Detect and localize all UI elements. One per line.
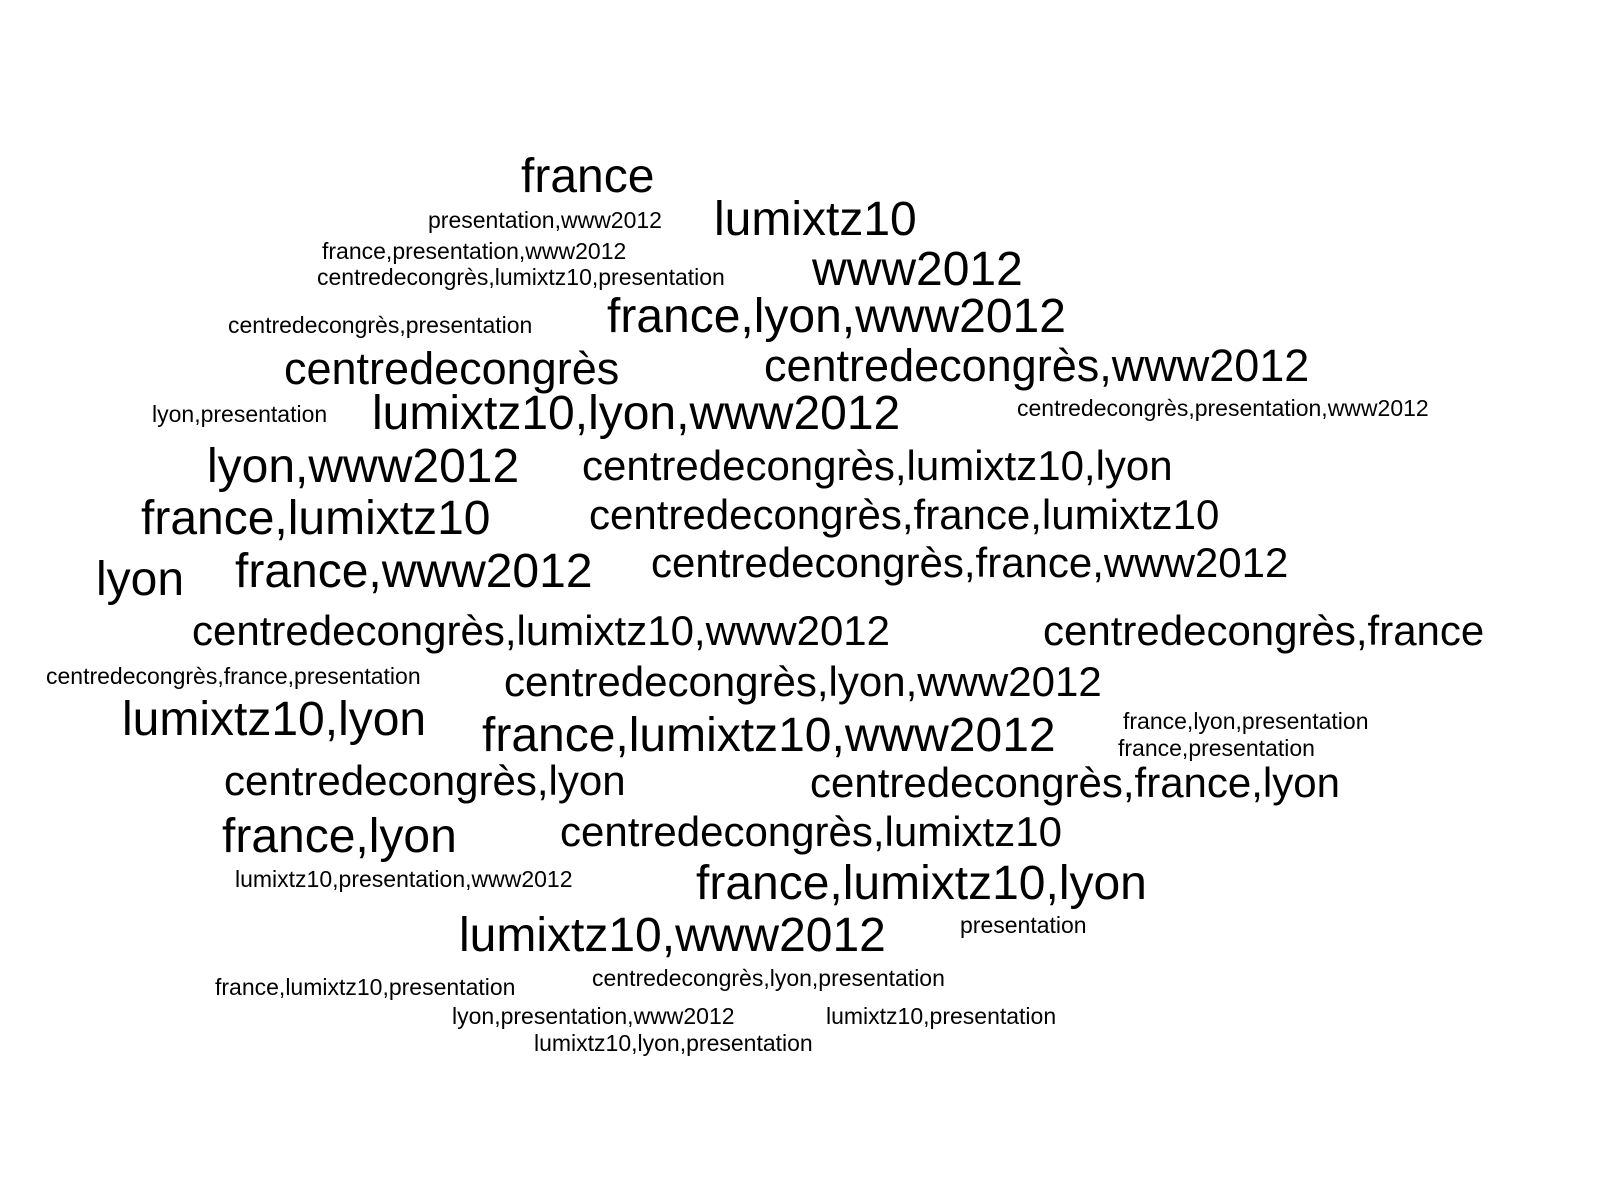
word-france-lyon-presentation: france,lyon,presentation xyxy=(1123,708,1369,734)
word-centredecongres-france-www2012: centredecongrès,france,www2012 xyxy=(651,539,1289,586)
word-lumixtz10-presentation: lumixtz10,presentation xyxy=(826,1003,1057,1029)
word-france-lumixtz10-presentation: france,lumixtz10,presentation xyxy=(215,974,516,1000)
word-presentation-www2012: presentation,www2012 xyxy=(428,207,662,233)
word-lyon-www2012: lyon,www2012 xyxy=(207,440,520,493)
word-lumixtz10-lyon: lumixtz10,lyon xyxy=(122,693,427,746)
word-centredecongres: centredecongrès xyxy=(284,343,620,394)
word-centredecongres-france-lyon: centredecongrès,france,lyon xyxy=(810,759,1340,806)
word-centredecongres-lyon-presentation: centredecongrès,lyon,presentation xyxy=(592,965,945,991)
word-lumixtz10-lyon-presentation: lumixtz10,lyon,presentation xyxy=(534,1030,813,1056)
word-lumixtz10-www2012: lumixtz10,www2012 xyxy=(459,909,886,962)
word-lyon-presentation: lyon,presentation xyxy=(152,401,328,427)
word-france-presentation-www2012: france,presentation,www2012 xyxy=(322,238,627,264)
word-presentation: presentation xyxy=(960,912,1087,938)
word-centredecongres-france-lumixtz10: centredecongrès,france,lumixtz10 xyxy=(589,491,1220,538)
word-centredecongres-lumixtz10-lyon: centredecongrès,lumixtz10,lyon xyxy=(582,442,1173,489)
word-centredecongres-france-presentation: centredecongrès,france,presentation xyxy=(46,663,421,689)
word-france-lumixtz10-www2012: france,lumixtz10,www2012 xyxy=(482,709,1056,762)
word-centredecongres-france: centredecongrès,france xyxy=(1043,607,1485,654)
word-centredecongres-lyon-www2012: centredecongrès,lyon,www2012 xyxy=(504,658,1102,705)
word-lumixtz10: lumixtz10 xyxy=(714,193,917,246)
word-france-lumixtz10-lyon: france,lumixtz10,lyon xyxy=(696,857,1147,910)
word-france-lumixtz10: france,lumixtz10 xyxy=(141,492,491,545)
word-centredecongres-presentation-www2012: centredecongrès,presentation,www2012 xyxy=(1017,395,1429,421)
word-france: france xyxy=(521,150,655,203)
word-france-lyon-www2012: france,lyon,www2012 xyxy=(607,290,1066,343)
word-centredecongres-www2012: centredecongrès,www2012 xyxy=(764,340,1310,391)
word-lumixtz10-lyon-www2012: lumixtz10,lyon,www2012 xyxy=(372,387,901,440)
word-centredecongres-lumixtz10-presentation: centredecongrès,lumixtz10,presentation xyxy=(317,264,725,290)
word-lyon-presentation-www2012: lyon,presentation,www2012 xyxy=(452,1003,735,1029)
word-lyon: lyon xyxy=(96,553,185,606)
word-centredecongres-lumixtz10-www2012: centredecongrès,lumixtz10,www2012 xyxy=(192,607,891,654)
word-france-www2012: france,www2012 xyxy=(235,545,593,598)
word-www2012: www2012 xyxy=(812,243,1023,296)
word-centredecongres-lumixtz10: centredecongrès,lumixtz10 xyxy=(560,808,1062,855)
word-centredecongres-lyon: centredecongrès,lyon xyxy=(224,757,626,804)
word-lumixtz10-presentation-www2012: lumixtz10,presentation,www2012 xyxy=(235,866,573,892)
word-france-presentation: france,presentation xyxy=(1118,735,1315,761)
word-centredecongres-presentation: centredecongrès,presentation xyxy=(228,312,533,338)
word-france-lyon: france,lyon xyxy=(222,810,457,863)
